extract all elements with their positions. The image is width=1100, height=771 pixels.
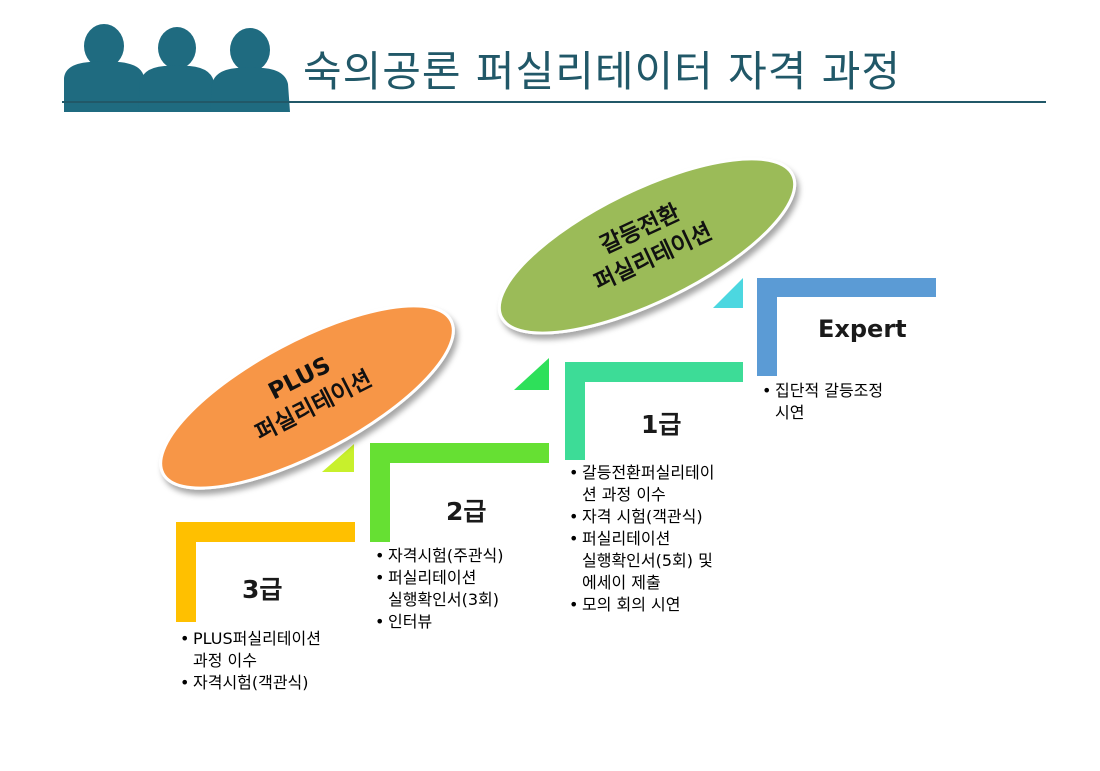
- plus-facilitation-oval: [159, 304, 455, 490]
- list-item: 자격 시험(객관식): [569, 506, 759, 528]
- conflict-transformation-oval: [497, 157, 797, 335]
- list-item: PLUS퍼실리테이션 과정 이수: [180, 628, 370, 672]
- list-item: 인터뷰: [375, 611, 555, 633]
- step-2-requirements: 자격시험(주관식) 퍼실리테이션 실행확인서(3회) 인터뷰: [375, 545, 555, 633]
- step-3-block: [176, 522, 355, 622]
- list-item: 퍼실리테이션 실행확인서(3회): [375, 567, 555, 611]
- expert-requirements: 집단적 갈등조정 시연: [762, 380, 942, 424]
- step-1-block: [565, 362, 743, 460]
- list-item: 자격시험(객관식): [180, 672, 370, 694]
- list-item: 자격시험(주관식): [375, 545, 555, 567]
- list-item: 퍼실리테이션 실행확인서(5회) 및 에세이 제출: [569, 528, 759, 594]
- list-item: 갈등전환퍼실리테이 션 과정 이수: [569, 462, 759, 506]
- expert-label: Expert: [818, 315, 907, 343]
- step-2-label: 2급: [446, 497, 487, 526]
- step-connector-1: [514, 358, 549, 390]
- step-1-requirements: 갈등전환퍼실리테이 션 과정 이수 자격 시험(객관식) 퍼실리테이션 실행확인…: [569, 462, 759, 616]
- step-connector-expert: [713, 278, 743, 308]
- step-connector-2: [322, 444, 354, 472]
- step-2-block: [370, 443, 549, 542]
- list-item: 집단적 갈등조정 시연: [762, 380, 942, 424]
- title-divider: [62, 101, 1046, 103]
- page-title: 숙의공론 퍼실리테이터 자격 과정: [303, 47, 902, 96]
- expert-block: [757, 278, 936, 376]
- list-item: 모의 회의 시연: [569, 594, 759, 616]
- people-silhouette-icon: [64, 24, 290, 112]
- step-3-label: 3급: [242, 575, 283, 604]
- step-1-label: 1급: [641, 410, 682, 439]
- step-3-requirements: PLUS퍼실리테이션 과정 이수 자격시험(객관식): [180, 628, 370, 694]
